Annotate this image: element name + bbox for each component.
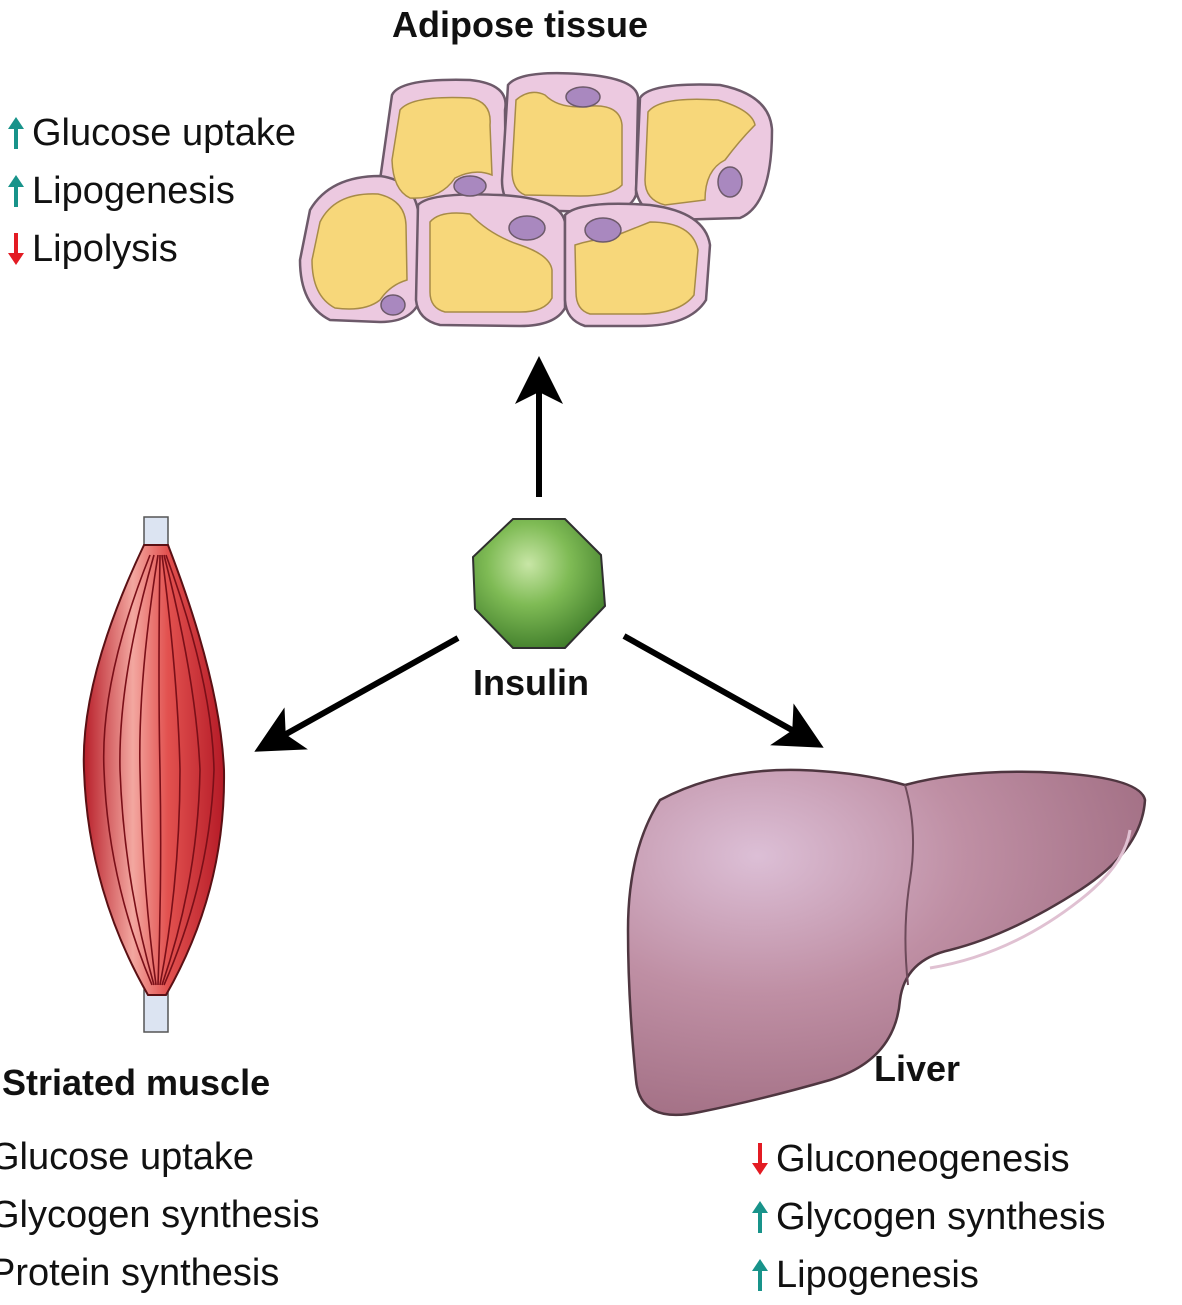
muscle-effect-item: Glucose uptake [0,1128,320,1186]
liver-effect-item: Glycogen synthesis [750,1188,1106,1246]
adipose-tissue-illustration [298,71,774,328]
striated-muscle-illustration [82,516,226,1033]
up-arrow-icon [752,1259,768,1291]
up-arrow-icon [8,175,24,207]
muscle-effects-list: Glucose uptake Glycogen synthesis Protei… [0,1128,320,1302]
liver-effects-list: Gluconeogenesis Glycogen synthesis Lipog… [750,1130,1106,1304]
down-arrow-icon [8,233,24,265]
liver-effect-item: Gluconeogenesis [750,1130,1106,1188]
liver-effect-item: Lipogenesis [750,1246,1106,1304]
liver-effect-label: Gluconeogenesis [776,1137,1070,1180]
liver-illustration [626,768,1147,1117]
insulin-icon [471,518,607,649]
insulin-label: Insulin [473,662,589,703]
liver-effect-label: Glycogen synthesis [776,1195,1106,1238]
liver-effect-label: Lipogenesis [776,1253,979,1296]
muscle-effect-label: Protein synthesis [0,1251,280,1294]
arrow-to-liver [622,633,824,748]
muscle-effect-item: Protein synthesis [0,1244,320,1302]
adipose-effect-label: Glucose uptake [32,111,297,154]
muscle-title: Striated muscle [2,1062,271,1103]
adipose-effect-label: Lipolysis [32,227,178,270]
up-arrow-icon [752,1201,768,1233]
adipose-effect-item: Lipogenesis [6,162,296,220]
adipose-effects-list: Glucose uptake Lipogenesis Lipolysis [6,104,296,278]
adipose-effect-item: Glucose uptake [6,104,296,162]
muscle-effect-label: Glucose uptake [0,1135,255,1178]
adipose-effect-label: Lipogenesis [32,169,235,212]
down-arrow-icon [752,1143,768,1175]
muscle-effect-label: Glycogen synthesis [0,1193,320,1236]
muscle-effect-item: Glycogen synthesis [0,1186,320,1244]
up-arrow-icon [8,117,24,149]
arrow-to-muscle [254,635,460,752]
liver-title: Liver [874,1048,961,1089]
adipose-title: Adipose tissue [392,4,649,45]
adipose-effect-item: Lipolysis [6,220,296,278]
